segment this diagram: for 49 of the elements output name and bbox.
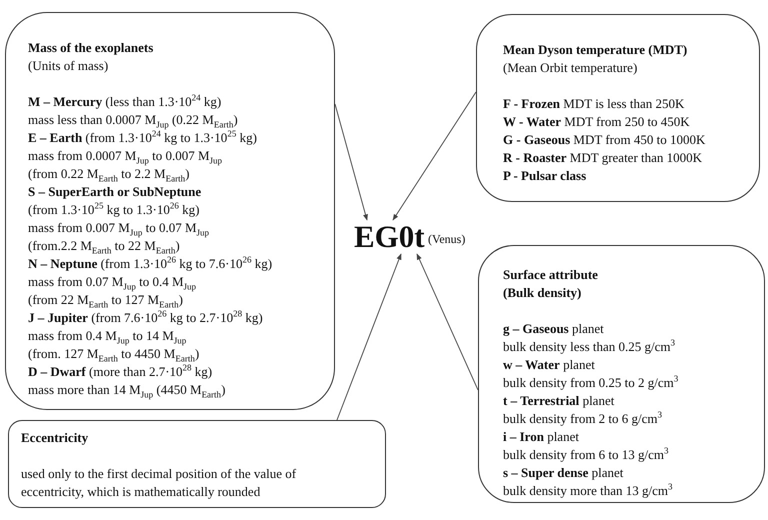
panel-text: (from 0.22 M$_{Earth}$ to 2.2 M$_{Earth}$) xyxy=(28,166,190,183)
panel-text: P - Pulsar class xyxy=(503,167,586,185)
panel-text: bulk density from 0.25 to 2 g/cm$^{3}$ xyxy=(503,374,678,392)
arrow xyxy=(334,104,368,221)
panel-text: E – Earth (from 1.3·10$^{24}$ kg to 1.3·10$^{25}$ kg) xyxy=(28,129,257,147)
panel-text: i – Iron planet xyxy=(503,428,579,446)
panel-text: bulk density more than 13 g/cm$^{3}$ xyxy=(503,482,673,500)
classification-code: EG0t xyxy=(354,220,425,254)
panel-heading: Mean Dyson temperature (MDT) xyxy=(503,41,688,59)
panel-text: g – Gaseous planet xyxy=(503,320,604,338)
panel-text: M – Mercury (less than 1.3·10$^{24}$ kg) xyxy=(28,93,222,111)
panel-text: (from 22 M$_{Earth}$ to 127 M$_{Earth}$) xyxy=(28,292,183,309)
planet-name: (Venus) xyxy=(428,232,466,247)
arrow xyxy=(392,92,476,221)
panel-text: mass from 0.4 M$_{Jup}$ to 14 M$_{Jup}$ xyxy=(28,327,186,345)
panel-text: S – SuperEarth or SubNeptune xyxy=(28,183,202,201)
panel-text: mass more than 14 M$_{Jup}$ (4450 M$_{Earth}$) xyxy=(28,381,226,399)
panel-text: (Mean Orbit temperature) xyxy=(503,59,638,77)
panel-text: mass from 0.007 M$_{Jup}$ to 0.07 M$_{Jup}$ xyxy=(28,219,210,237)
temperature-panel xyxy=(476,14,760,202)
panel-text: F - Frozen MDT is less than 250K xyxy=(503,95,684,113)
panel-text: t – Terrestrial planet xyxy=(503,392,614,410)
mass-panel xyxy=(5,12,335,410)
panel-text: bulk density from 2 to 6 g/cm$^{3}$ xyxy=(503,410,662,428)
panel-text: D – Dwarf (more than 2.7·10$^{28}$ kg) xyxy=(28,363,212,381)
panel-heading: Surface attribute (Bulk density) xyxy=(503,266,599,302)
panel-text: s – Super dense planet xyxy=(503,464,624,482)
panel-text: (from 1.3·10$^{25}$ kg to 1.3·10$^{26}$ kg) xyxy=(28,201,200,219)
panel-text: bulk density from 6 to 13 g/cm$^{3}$ xyxy=(503,446,669,464)
arrow xyxy=(336,253,402,420)
panel-text: (from.2.2 M$_{Earth}$ to 22 M$_{Earth}$) xyxy=(28,238,180,255)
panel-text: W - Water MDT from 250 to 450K xyxy=(503,113,690,131)
panel-text: G - Gaseous MDT from 450 to 1000K xyxy=(503,131,706,149)
eccentricity-panel xyxy=(8,420,386,508)
panel-text: mass from 0.07 M$_{Jup}$ to 0.4 M$_{Jup}$ xyxy=(28,273,196,291)
arrow xyxy=(416,253,478,390)
panel-text: R - Roaster MDT greater than 1000K xyxy=(503,149,702,167)
panel-text: mass less than 0.0007 M$_{Jup}$ (0.22 M$_{Earth}$) xyxy=(28,111,238,129)
panel-text: (from. 127 M$_{Earth}$ to 4450 M$_{Earth}$) xyxy=(28,346,200,363)
panel-text: w – Water planet xyxy=(503,356,595,374)
surface-panel xyxy=(478,245,765,503)
panel-text: (Units of mass) xyxy=(28,57,108,75)
panel-text: used only to the first decimal position of the value of eccentricity, which is mathematically rounded xyxy=(21,465,298,501)
panel-heading: Eccentricity xyxy=(21,429,88,447)
panel-text: mass from 0.0007 M$_{Jup}$ to 0.007 M$_{Jup}$ xyxy=(28,147,222,165)
panel-text: J – Jupiter (from 7.6·10$^{26}$ kg to 2.7·10$^{28}$ kg) xyxy=(28,309,263,327)
panel-heading: Mass of the exoplanets xyxy=(28,39,154,57)
panel-text: N – Neptune (from 1.3·10$^{26}$ kg to 7.6·10$^{26}$ kg) xyxy=(28,255,272,273)
panel-text: bulk density less than 0.25 g/cm$^{3}$ xyxy=(503,338,676,356)
